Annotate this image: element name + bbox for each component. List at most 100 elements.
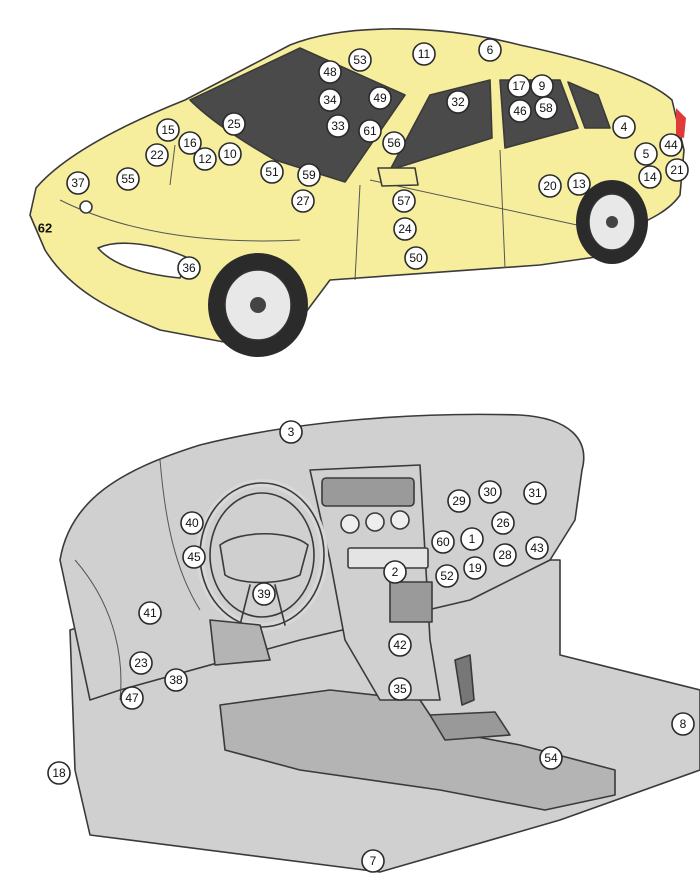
car-callout-circle (507, 74, 531, 98)
car-callout-label: 25 (227, 117, 241, 131)
interior-callout-circle (361, 849, 385, 873)
car-callout-label: 44 (664, 138, 678, 152)
interior-callout-label: 60 (436, 535, 450, 549)
car-callout-label: 50 (409, 251, 423, 265)
car-callout-label: 4 (621, 120, 628, 134)
car-callout-circle (382, 131, 406, 155)
interior-callout-circle (388, 633, 412, 657)
car-callout-circle (177, 256, 201, 280)
car-callout-label: 10 (223, 147, 237, 161)
interior-callout-label: 30 (483, 485, 497, 499)
interior-callout-label: 40 (185, 516, 199, 530)
interior-callout-circle (182, 545, 206, 569)
car-callout-circle (393, 217, 417, 241)
car-callout-label: 53 (353, 53, 367, 67)
windshield (189, 47, 406, 183)
car-callout-label: 56 (387, 136, 401, 150)
car-callout-25: 25 (222, 112, 246, 136)
interior-callout-label: 18 (52, 766, 66, 780)
interior-callout-47: 47 (120, 686, 144, 710)
interior-callout-label: 54 (544, 751, 558, 765)
interior-callout-52: 52 (435, 564, 459, 588)
car-callout-15: 15 (156, 118, 180, 142)
interior-callout-circle (388, 677, 412, 701)
interior-callout-label: 7 (370, 854, 377, 868)
car-callout-circle (297, 163, 321, 187)
interior-callout-circle (180, 511, 204, 535)
interior-callout-label: 2 (392, 565, 399, 579)
interior-callout-7: 7 (361, 849, 385, 873)
car-callout-5: 5 (634, 142, 658, 166)
car-callout-11: 11 (412, 42, 436, 66)
car-callout-label: 51 (265, 165, 279, 179)
interior-callout-circle (478, 480, 502, 504)
interior-illustration (59, 413, 700, 873)
interior-callout-42: 42 (388, 633, 412, 657)
car-callout-label: 12 (198, 152, 212, 166)
car-callout-61: 61 (358, 119, 382, 143)
car-callout-circle (446, 90, 470, 114)
car-callout-label: 48 (323, 65, 337, 79)
side-mirror (377, 167, 419, 187)
interior-callout-circle (491, 511, 515, 535)
interior-callout-8: 8 (671, 712, 695, 736)
interior-callout-31: 31 (523, 481, 547, 505)
interior-callout-circle (129, 651, 153, 675)
front-wheel (208, 253, 308, 357)
car-callout-circle (508, 99, 532, 123)
interior-callout-label: 28 (498, 548, 512, 562)
interior-callout-40: 40 (180, 511, 204, 535)
car-callout-circle (392, 189, 416, 213)
interior-callout-38: 38 (164, 668, 188, 692)
car-callout-33: 33 (326, 114, 350, 138)
interior-callout-28: 28 (493, 543, 517, 567)
car-callout-label: 34 (323, 93, 337, 107)
center-air-vents (321, 477, 415, 507)
car-callout-4: 4 (612, 115, 636, 139)
car-callout-51: 51 (260, 160, 284, 184)
interior-callout-circle (120, 686, 144, 710)
car-callout-circle (612, 115, 636, 139)
car-callout-22: 22 (145, 143, 169, 167)
car-callout-label: 15 (161, 123, 175, 137)
car-callout-37: 37 (66, 171, 90, 195)
interior-callout-label: 8 (680, 717, 687, 731)
interior-callout-label: 43 (530, 541, 544, 555)
car-callout-label: 36 (182, 261, 196, 275)
interior-callout-circle (523, 481, 547, 505)
car-callout-label: 21 (670, 163, 684, 177)
car-callout-circle (318, 60, 342, 84)
car-callout-circle (260, 160, 284, 184)
hood-emblem (79, 200, 93, 214)
car-callout-17: 17 (507, 74, 531, 98)
car-callout-34: 34 (318, 88, 342, 112)
car-callout-13: 13 (567, 172, 591, 196)
interior-callout-label: 52 (440, 569, 454, 583)
interior-callout-label: 23 (134, 656, 148, 670)
car-callout-12: 12 (193, 147, 217, 171)
interior-callout-circle (431, 530, 455, 554)
car-callout-32: 32 (446, 90, 470, 114)
car-callout-label: 22 (150, 148, 164, 162)
interior-callout-circle (435, 564, 459, 588)
car-callout-label: 13 (572, 177, 586, 191)
interior-callout-23: 23 (129, 651, 153, 675)
car-callout-circle (348, 48, 372, 72)
rear-quarter-window (567, 81, 611, 129)
car-callout-21: 21 (665, 158, 689, 182)
interior-callout-19: 19 (463, 556, 487, 580)
car-callout-circle (178, 131, 202, 155)
interior-callout-label: 42 (393, 638, 407, 652)
car-callout-circle (358, 119, 382, 143)
interior-callout-circle (47, 761, 71, 785)
interior-callout-label: 47 (125, 691, 139, 705)
interior-callout-45: 45 (182, 545, 206, 569)
car-callout-14: 14 (638, 165, 662, 189)
car-callout-27: 27 (291, 189, 315, 213)
car-callout-label: 62 (38, 221, 52, 236)
car-callout-circle (193, 147, 217, 171)
car-callout-6: 6 (478, 38, 502, 62)
car-callout-circle (66, 171, 90, 195)
interior-callout-label: 41 (143, 606, 157, 620)
